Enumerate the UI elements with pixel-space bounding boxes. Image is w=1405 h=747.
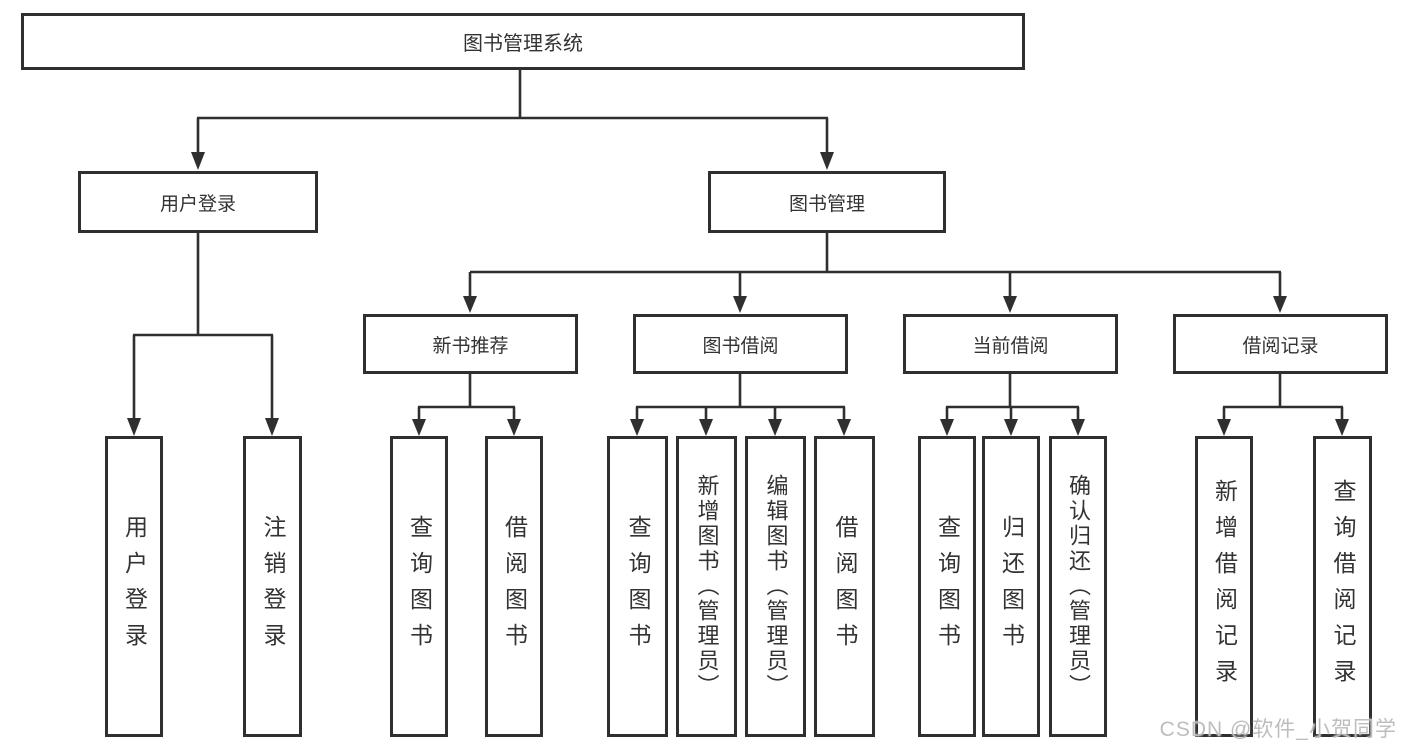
leaf-query-borrow-record: 查询借阅记录 [1313,436,1372,737]
leaf-borrow-books-label: 借阅图书 [501,514,528,659]
leaf-query-books: 查询图书 [607,436,668,737]
leaf-query-books-label: 查询图书 [406,514,433,659]
node-borrowing-records: 借阅记录 [1173,314,1388,374]
node-new-book-recommend: 新书推荐 [363,314,578,374]
leaf-query-books: 查询图书 [918,436,976,737]
leaf-query-borrow-record-label: 查询借阅记录 [1330,478,1356,695]
node-borrowing-records-label: 借阅记录 [1242,335,1319,357]
leaf-query-books-label: 查询图书 [625,514,651,659]
leaf-logout: 注销登录 [243,436,302,737]
leaf-borrow-books-label: 借阅图书 [832,514,858,659]
node-book-borrowing-label: 图书借阅 [702,335,779,357]
leaf-borrow-books: 借阅图书 [485,436,543,737]
node-root: 图书管理系统 [21,13,1025,70]
leaf-add-borrow-record-label: 新增借阅记录 [1211,478,1238,695]
leaf-add-borrow-record: 新增借阅记录 [1195,436,1253,737]
leaf-logout-label: 注销登录 [260,514,286,659]
leaf-query-books: 查询图书 [390,436,448,737]
node-new-book-recommend-label: 新书推荐 [432,335,509,357]
leaf-user-login: 用户登录 [105,436,163,737]
leaf-confirm-return-admin-label: 确认归还（管理员） [1066,474,1091,699]
node-current-borrowing-label: 当前借阅 [972,335,1049,357]
node-current-borrowing: 当前借阅 [903,314,1118,374]
leaf-edit-book-admin: 编辑图书（管理员） [745,436,806,737]
leaf-user-login-label: 用户登录 [121,514,148,659]
watermark: CSDN @软件_小贺同学 [1159,718,1397,741]
leaf-add-book-admin-label: 新增图书（管理员） [694,474,720,699]
leaf-borrow-books: 借阅图书 [814,436,875,737]
node-book-management: 图书管理 [708,171,946,233]
leaf-return-books: 归还图书 [982,436,1040,737]
node-user-login-label: 用户登录 [159,193,236,215]
node-book-management-label: 图书管理 [788,193,865,215]
leaf-edit-book-admin-label: 编辑图书（管理员） [763,474,789,699]
node-book-borrowing: 图书借阅 [633,314,848,374]
leaf-confirm-return-admin: 确认归还（管理员） [1049,436,1107,737]
node-user-login: 用户登录 [78,171,318,233]
node-root-label: 图书管理系统 [463,33,583,55]
leaf-query-books-label: 查询图书 [934,514,961,659]
leaf-return-books-label: 归还图书 [998,514,1025,659]
leaf-add-book-admin: 新增图书（管理员） [676,436,737,737]
